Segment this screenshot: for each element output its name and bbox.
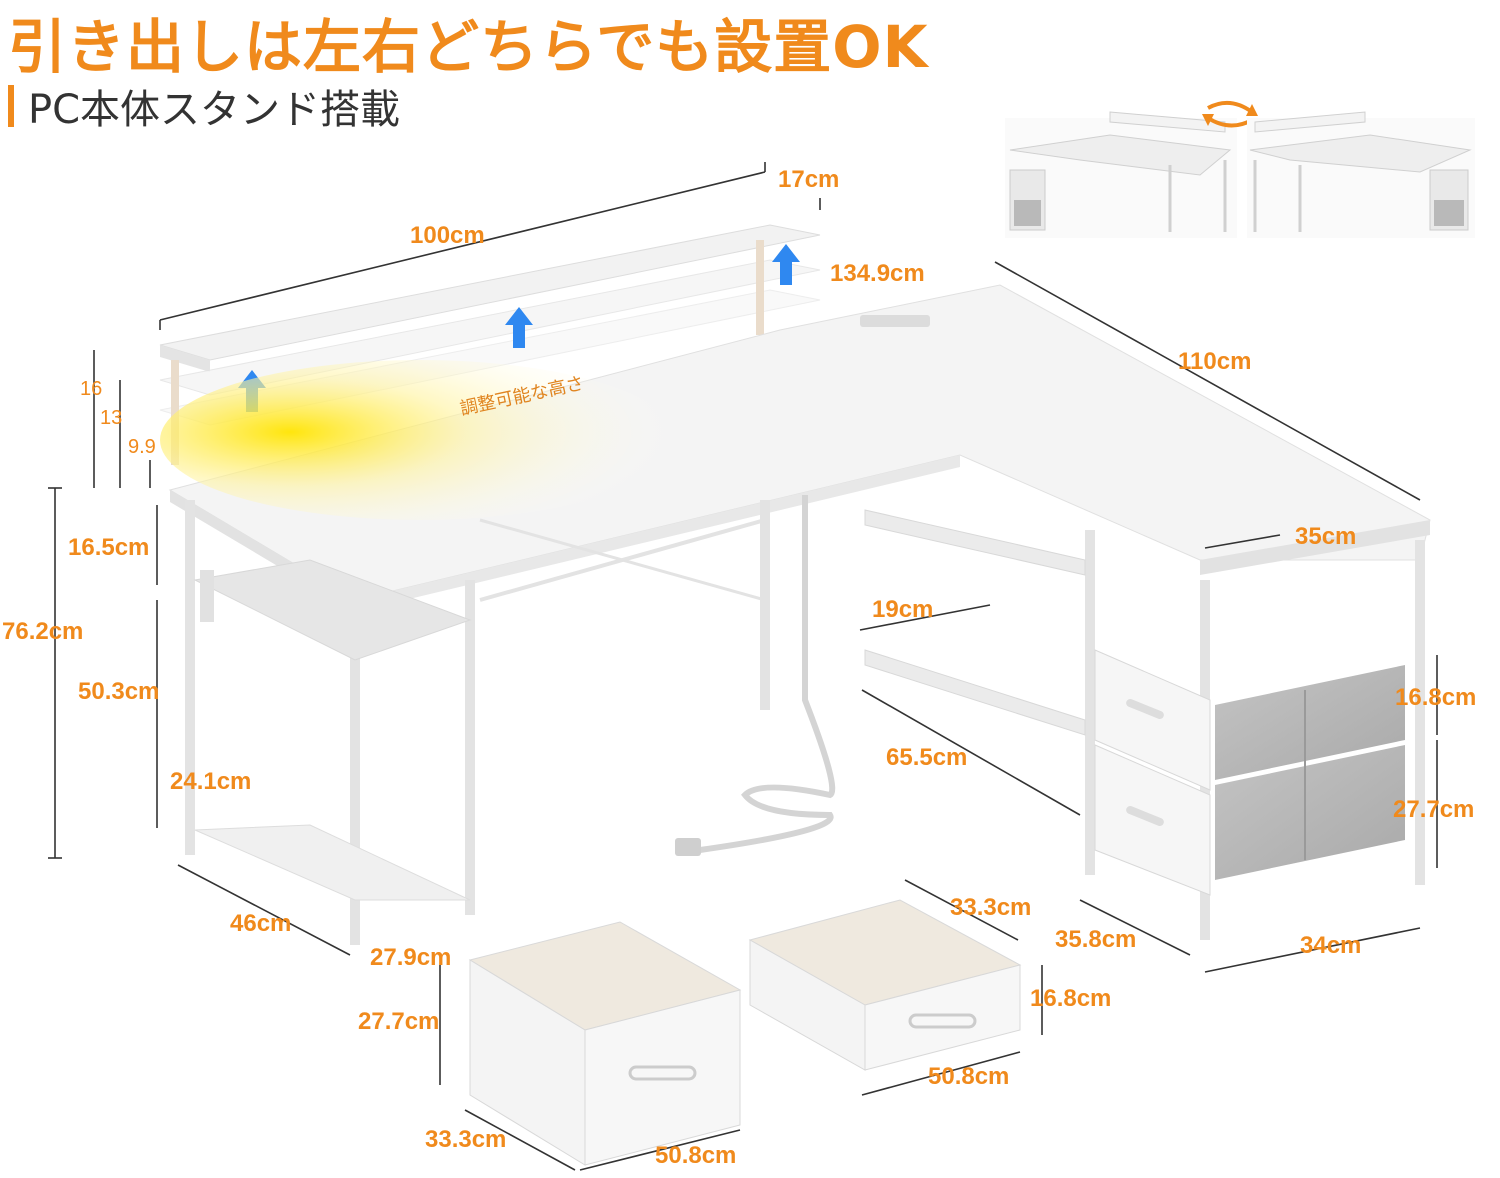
dim-riser-9-9: 9.9: [128, 436, 156, 458]
left-shelves: [193, 559, 472, 901]
dim-desk-length: 134.9cm: [830, 260, 925, 287]
inset-right-layout: [1247, 111, 1475, 238]
dimension-lines: [48, 162, 1438, 1171]
dim-drawer-a-width: 50.8cm: [655, 1142, 737, 1169]
dim-cabinet-width: 34cm: [1300, 932, 1362, 959]
headline: 引き出しは左右どちらでも設置OK: [8, 13, 929, 81]
dim-cabinet-shelf: 65.5cm: [886, 744, 968, 771]
dim-bottom-shelf: 24.1cm: [170, 768, 252, 795]
dim-side-length: 110cm: [1178, 348, 1252, 375]
cabinet: [1094, 649, 1405, 896]
drawer-small: [748, 899, 1022, 1071]
dim-hook-gap: 16.5cm: [68, 534, 150, 561]
dim-drawer-b-depth: 33.3cm: [950, 894, 1032, 921]
accent-bar: [8, 85, 14, 127]
dim-total-height: 76.2cm: [2, 618, 84, 645]
dim-riser-16: 16: [80, 378, 103, 400]
dim-drawer-a-depth: 33.3cm: [425, 1126, 507, 1153]
dim-drawer-b-width: 50.8cm: [928, 1063, 1010, 1090]
dim-shelf-width: 100cm: [410, 222, 485, 249]
swap-arrows-icon: [1202, 100, 1258, 128]
dim-drawer-a-height: 27.7cm: [358, 1008, 440, 1035]
drawer-large: [468, 921, 742, 1166]
subline-text: PC本体スタンド搭載: [28, 87, 401, 133]
inset-left-layout: [1005, 111, 1237, 238]
power-strip: [860, 315, 930, 327]
desk-frame: [185, 500, 1425, 945]
dim-riser-13: 13: [100, 407, 123, 429]
dim-fabric-top: 16.8cm: [1395, 684, 1477, 711]
subline: PC本体スタンド搭載: [8, 82, 400, 133]
dim-left-depth: 46cm: [230, 910, 292, 937]
desk-top: [160, 284, 1431, 612]
power-cord: [675, 495, 836, 856]
dim-shelf-depth: 17cm: [778, 166, 840, 193]
dim-side-depth: 35cm: [1295, 523, 1357, 550]
dim-leg-height: 50.3cm: [78, 678, 160, 705]
dim-cabinet-depth: 35.8cm: [1055, 926, 1137, 953]
dim-inner-shelf: 19cm: [872, 596, 934, 623]
dim-drawer-b-height: 16.8cm: [1030, 985, 1112, 1012]
dim-fabric-bottom: 27.7cm: [1393, 796, 1475, 823]
dim-left-shelf: 27.9cm: [370, 944, 452, 971]
middle-shelves: [864, 509, 1086, 736]
